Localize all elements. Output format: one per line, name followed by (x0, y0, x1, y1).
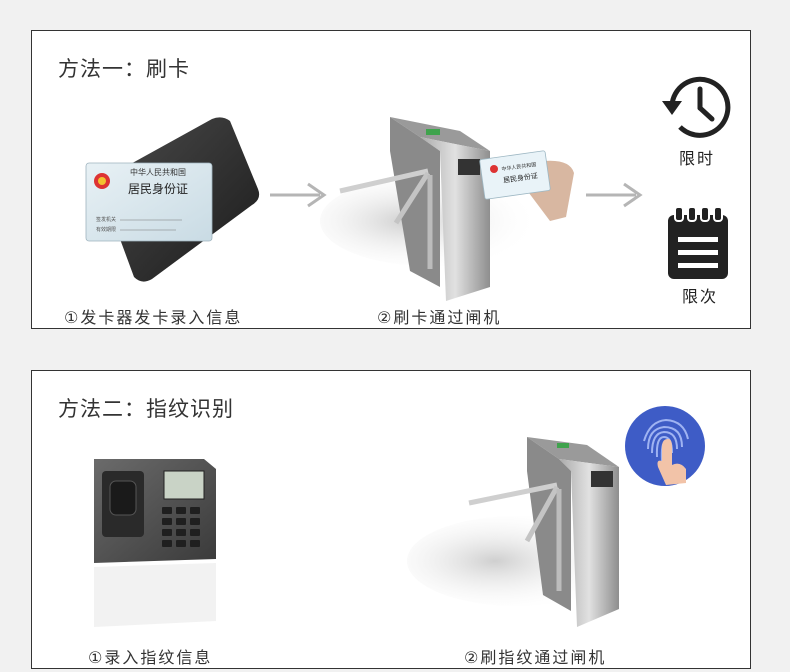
hand-card-country: 中华人民共和国 (501, 161, 537, 173)
method1-title: 方法一：刷卡 (58, 57, 190, 81)
count-limit-label: 限次 (682, 287, 719, 306)
fingerprint-device-image (94, 459, 216, 627)
method2-panel: 方法二：指纹识别 (31, 370, 751, 669)
id-card-name: 居民身份证 (128, 181, 188, 196)
turnstile-card-image: 中华人民共和国 居民身份证 (320, 117, 574, 301)
method1-panel: 方法一：刷卡 中华人民共和国 居民身份证 签发机关 有效期限 (31, 30, 751, 329)
method2-step2-caption: ②刷指纹通过闸机 (464, 648, 607, 667)
clock-icon (662, 76, 731, 138)
calendar-icon (668, 206, 728, 279)
method1-step2-caption: ②刷卡通过闸机 (377, 308, 502, 327)
id-card-issuer: 签发机关 (96, 216, 116, 223)
card-reader-image: 中华人民共和国 居民身份证 签发机关 有效期限 (85, 117, 260, 282)
turnstile-fingerprint-image (407, 437, 627, 627)
id-card: 中华人民共和国 居民身份证 签发机关 有效期限 (85, 162, 213, 242)
method2-title: 方法二：指纹识别 (58, 397, 234, 421)
method1-step1-caption: ①发卡器发卡录入信息 (64, 308, 243, 327)
time-limit-label: 限时 (679, 149, 716, 168)
method2-step1-caption: ①录入指纹信息 (88, 648, 213, 667)
hand-card: 中华人民共和国 居民身份证 (479, 150, 574, 221)
fingerprint-icon (625, 406, 705, 486)
id-card-country: 中华人民共和国 (130, 167, 186, 177)
arrow-right-icon-2 (586, 182, 643, 208)
id-card-validity: 有效期限 (96, 226, 116, 233)
arrow-right-icon (270, 182, 327, 208)
